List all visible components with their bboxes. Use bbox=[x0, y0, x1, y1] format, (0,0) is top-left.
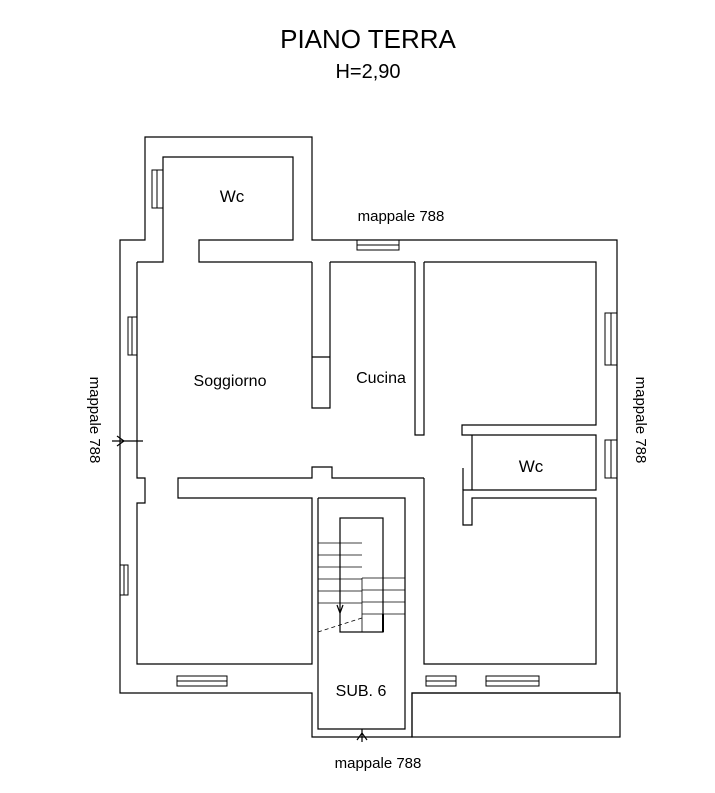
stair-well bbox=[339, 517, 384, 633]
stair-core-wall bbox=[317, 497, 406, 730]
annex-wall bbox=[411, 692, 621, 738]
stair-arrow bbox=[336, 604, 344, 615]
boundary-label-east: mappale 788 bbox=[632, 377, 649, 464]
west-entrance-arrow bbox=[116, 435, 126, 447]
boundary-label-north: mappale 788 bbox=[358, 208, 445, 225]
windows bbox=[119, 169, 618, 687]
outer-wall bbox=[119, 136, 618, 738]
page-title: PIANO TERRA bbox=[280, 24, 456, 54]
stair-steps bbox=[317, 518, 405, 633]
room-label-wc-top: Wc bbox=[220, 187, 245, 206]
height-label: H=2,90 bbox=[335, 61, 400, 83]
boundary-label-west: mappale 788 bbox=[86, 377, 103, 464]
boundary-label-south: mappale 788 bbox=[335, 755, 422, 772]
room-label-sub6: SUB. 6 bbox=[336, 683, 387, 700]
room-label-soggiorno: Soggiorno bbox=[194, 373, 267, 390]
right-room-lower-wall bbox=[423, 478, 597, 665]
cucina-right-wall bbox=[414, 262, 425, 436]
right-room-upper-wall bbox=[424, 261, 597, 491]
south-entrance-arrow bbox=[356, 731, 368, 741]
partition-soggiorno-cucina bbox=[311, 262, 331, 409]
room-label-cucina: Cucina bbox=[356, 370, 406, 387]
wc-top-inner-wall bbox=[162, 156, 312, 263]
soggiorno-inner-wall bbox=[136, 262, 424, 665]
room-label-wc-right: Wc bbox=[519, 457, 544, 476]
wc-top-left-return bbox=[137, 240, 164, 263]
